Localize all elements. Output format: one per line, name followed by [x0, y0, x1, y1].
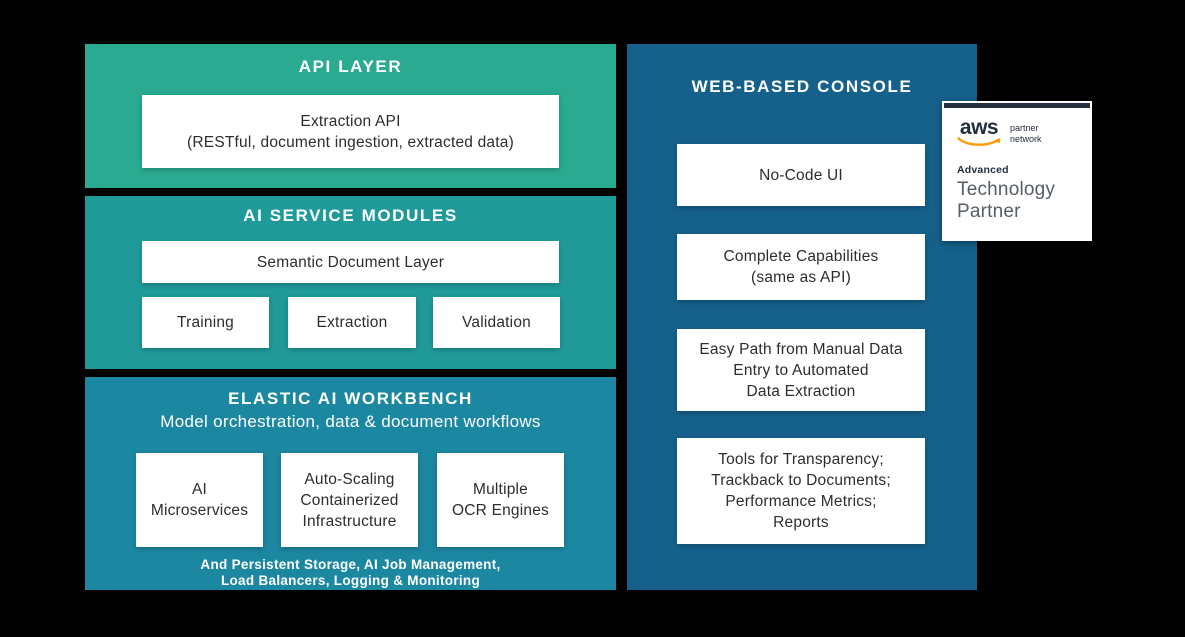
aws-logo: aws: [957, 116, 1001, 148]
workbench-footer: And Persistent Storage, AI Job Managemen…: [85, 557, 616, 589]
complete-capabilities-line-1: Complete Capabilities: [723, 248, 879, 265]
aws-tier-label: Advanced: [957, 164, 1009, 176]
extraction-label: Extraction: [316, 314, 388, 331]
auto-scaling-line-2: Containerized: [300, 491, 399, 509]
aws-partner-type-line-2: Partner: [957, 201, 1021, 222]
aws-partner-badge: aws partner network Advanced Technology …: [942, 101, 1092, 241]
extraction-card: Extraction: [288, 297, 416, 348]
api-layer-title: API LAYER: [298, 57, 403, 76]
no-code-ui-card: No-Code UI: [677, 144, 925, 206]
ai-microservices-line-2: Microservices: [150, 502, 249, 519]
extraction-api-card: Extraction API (RESTful, document ingest…: [142, 95, 559, 168]
aws-program-line-2: network: [1010, 133, 1042, 144]
training-label: Training: [176, 314, 235, 331]
aws-program-line-1: partner: [1010, 123, 1039, 133]
workbench-subtitle: Model orchestration, data & document wor…: [160, 412, 541, 431]
transparency-tools-line-4: Reports: [773, 514, 829, 531]
ai-service-modules-title: AI SERVICE MODULES: [243, 206, 458, 225]
auto-scaling-line-1: Auto-Scaling: [304, 470, 395, 488]
ai-microservices-card: AI Microservices: [136, 453, 263, 547]
easy-path-line-3: Data Extraction: [746, 382, 856, 400]
extraction-api-line-2: (RESTful, document ingestion, extracted …: [187, 133, 514, 151]
transparency-tools-line-2: Trackback to Documents;: [711, 472, 891, 489]
extraction-api-line-1: Extraction API: [300, 112, 401, 130]
panel-elastic-ai-workbench: ELASTIC AI WORKBENCH Model orchestration…: [85, 377, 616, 590]
multiple-ocr-line-2: OCR Engines: [452, 502, 549, 519]
panel-ai-service-modules: AI SERVICE MODULES Semantic Document Lay…: [85, 196, 616, 369]
transparency-tools-line-1: Tools for Transparency;: [718, 451, 884, 468]
semantic-document-layer-card: Semantic Document Layer: [142, 241, 559, 283]
workbench-title: ELASTIC AI WORKBENCH: [228, 389, 473, 408]
aws-badge-top-bar: [944, 103, 1090, 108]
multiple-ocr-card: Multiple OCR Engines: [437, 453, 564, 547]
complete-capabilities-line-2: (same as API): [751, 269, 851, 286]
panel-web-based-console: WEB-BASED CONSOLE No-Code UI Complete Ca…: [627, 44, 977, 590]
aws-partner-type-line-1: Technology: [957, 179, 1056, 200]
aws-partner-type: Technology Partner: [957, 179, 1082, 223]
validation-label: Validation: [462, 314, 531, 331]
console-title: WEB-BASED CONSOLE: [691, 77, 913, 96]
easy-path-line-2: Entry to Automated: [733, 361, 869, 379]
aws-logo-row: aws partner network: [957, 116, 1082, 148]
workbench-footer-line-1: And Persistent Storage, AI Job Managemen…: [200, 557, 501, 572]
validation-card: Validation: [433, 297, 560, 348]
transparency-tools-line-3: Performance Metrics;: [725, 493, 877, 510]
auto-scaling-line-3: Infrastructure: [302, 512, 397, 530]
multiple-ocr-line-1: Multiple: [472, 481, 528, 498]
easy-path-card: Easy Path from Manual Data Entry to Auto…: [677, 329, 925, 411]
ai-microservices-line-1: AI: [191, 481, 208, 498]
easy-path-line-1: Easy Path from Manual Data: [699, 340, 903, 358]
transparency-tools-card: Tools for Transparency; Trackback to Doc…: [677, 438, 925, 544]
aws-badge-body: aws partner network Advanced Technology …: [957, 116, 1082, 231]
semantic-document-layer-label: Semantic Document Layer: [256, 253, 445, 271]
complete-capabilities-card: Complete Capabilities (same as API): [677, 234, 925, 300]
aws-smile-icon: [957, 137, 1001, 146]
panel-api-layer: API LAYER Extraction API (RESTful, docum…: [85, 44, 616, 188]
workbench-footer-line-2: Load Balancers, Logging & Monitoring: [220, 573, 481, 588]
training-card: Training: [142, 297, 269, 348]
aws-logo-word: aws: [959, 116, 999, 139]
no-code-ui-label: No-Code UI: [759, 166, 843, 184]
auto-scaling-card: Auto-Scaling Containerized Infrastructur…: [281, 453, 418, 547]
aws-program-label: partner network: [1010, 123, 1042, 144]
